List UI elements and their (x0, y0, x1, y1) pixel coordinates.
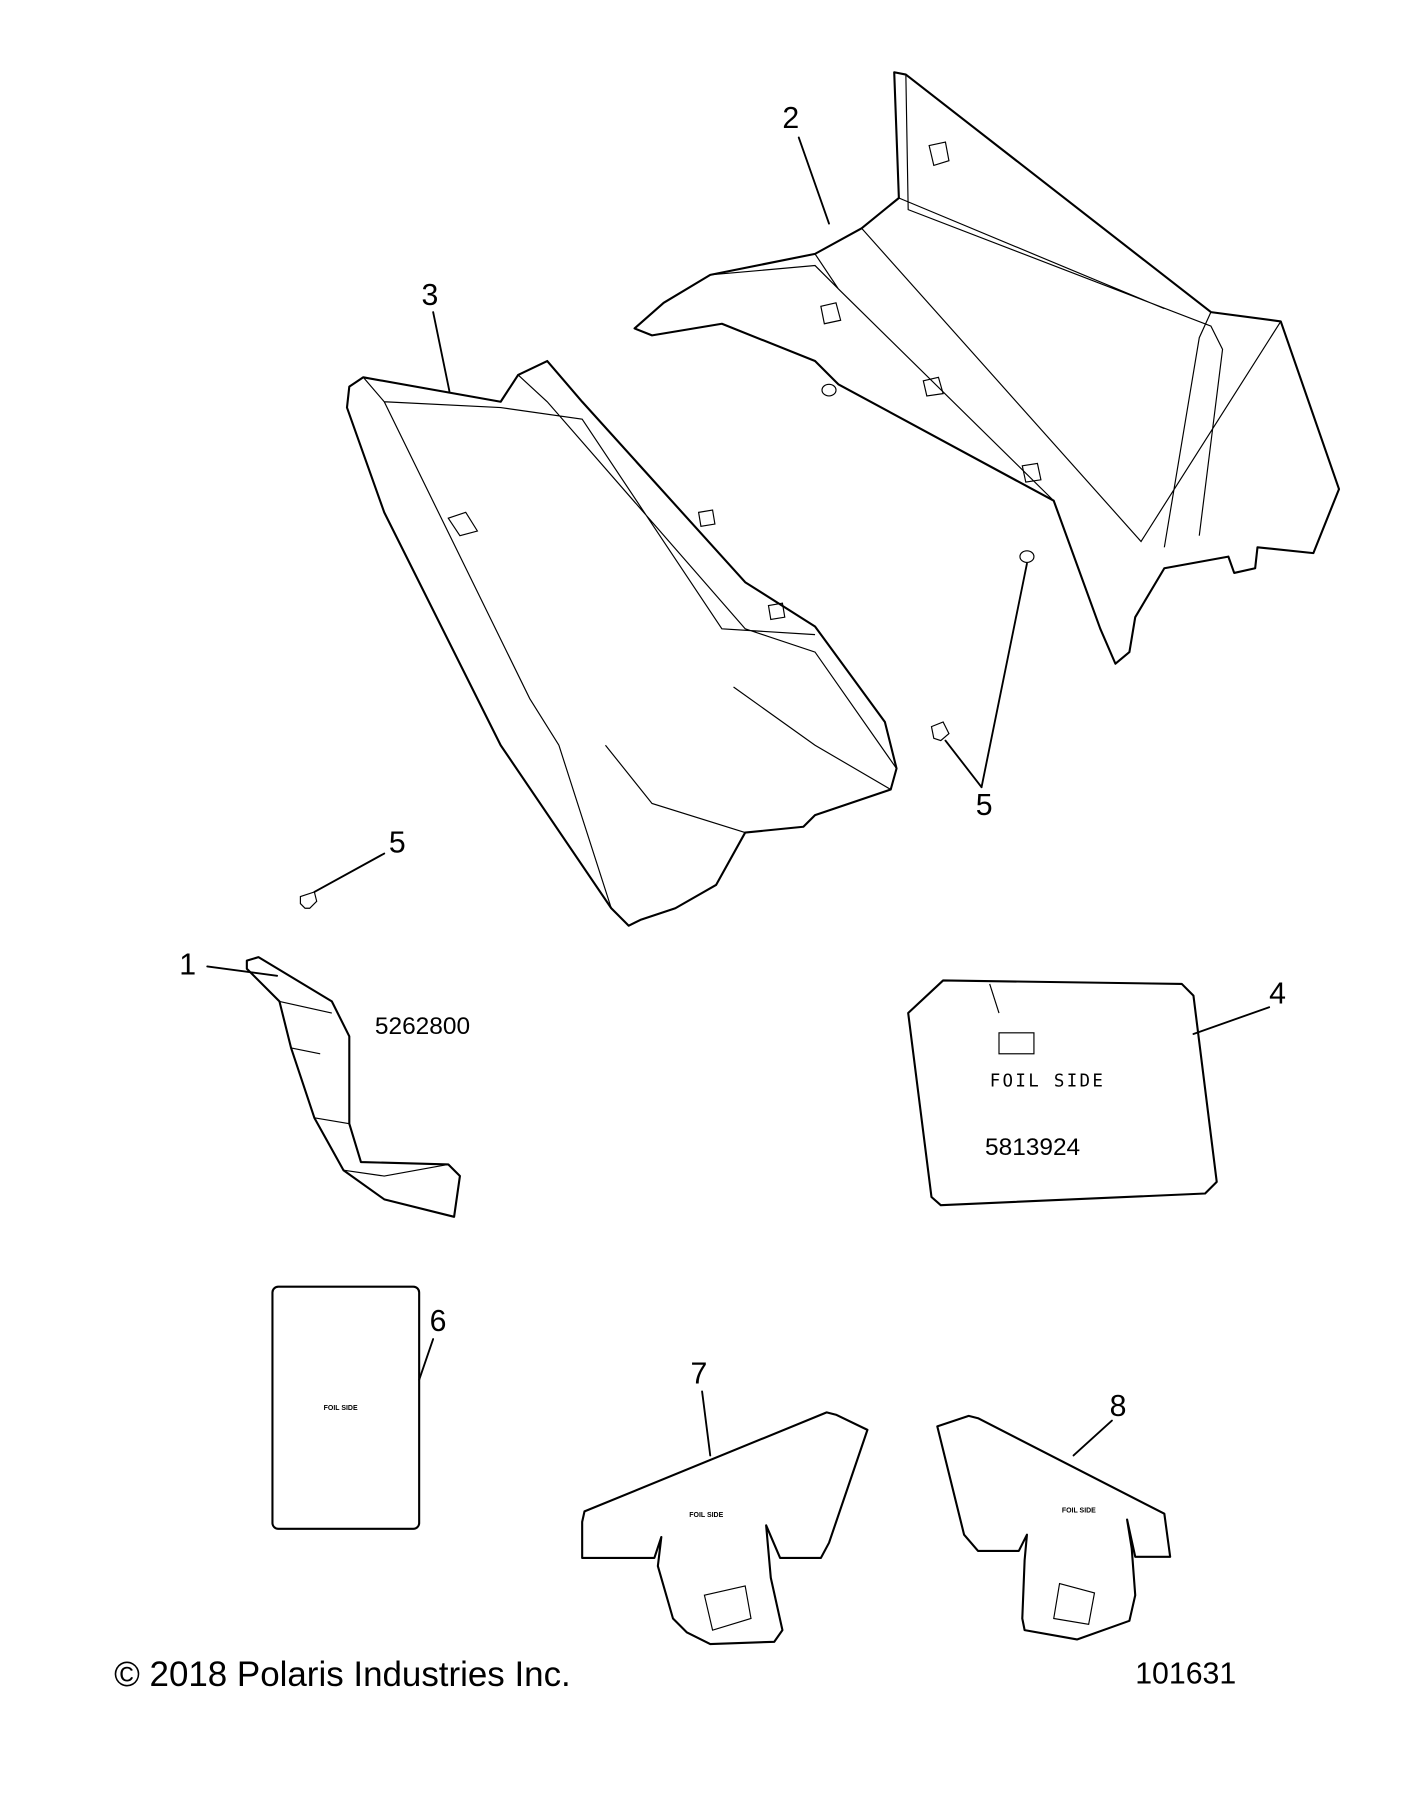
fastener-5-left[interactable] (299, 891, 318, 909)
callout-2: 2 (782, 102, 799, 135)
part-6-foil-sheet[interactable] (271, 1285, 421, 1530)
diagram-id: 101631 (1135, 1658, 1236, 1691)
callout-8: 8 (1110, 1390, 1127, 1423)
part-7-foil-shield[interactable] (581, 1411, 869, 1646)
part-4-foil-sheet[interactable] (907, 979, 1218, 1207)
foil-side-label-6: FOIL SIDE (324, 1405, 358, 1412)
foil-side-label-4: FOIL SIDE (990, 1071, 1106, 1091)
part-number-1: 5262800 (375, 1013, 470, 1040)
foil-side-label-8: FOIL SIDE (1062, 1508, 1096, 1515)
copyright-text: © 2018 Polaris Industries Inc. (114, 1655, 571, 1694)
callout-6: 6 (430, 1305, 447, 1338)
fastener-5-right-a[interactable] (930, 721, 950, 742)
callout-4: 4 (1269, 978, 1286, 1011)
callout-5-right: 5 (976, 789, 993, 822)
part-number-4: 5813924 (985, 1134, 1080, 1161)
callout-7: 7 (690, 1357, 707, 1390)
fastener-5-right-b[interactable] (1019, 550, 1035, 564)
part-2-rear-panel[interactable] (633, 71, 1341, 665)
part-8-foil-shield[interactable] (936, 1414, 1172, 1641)
part-1-bracket[interactable] (245, 956, 461, 1218)
callout-5-left: 5 (389, 826, 406, 859)
part-3-side-panel[interactable] (345, 359, 898, 927)
callout-1: 1 (179, 949, 196, 982)
foil-side-label-7: FOIL SIDE (689, 1512, 723, 1519)
callout-3: 3 (421, 279, 438, 312)
leader-lines (206, 136, 1271, 1457)
